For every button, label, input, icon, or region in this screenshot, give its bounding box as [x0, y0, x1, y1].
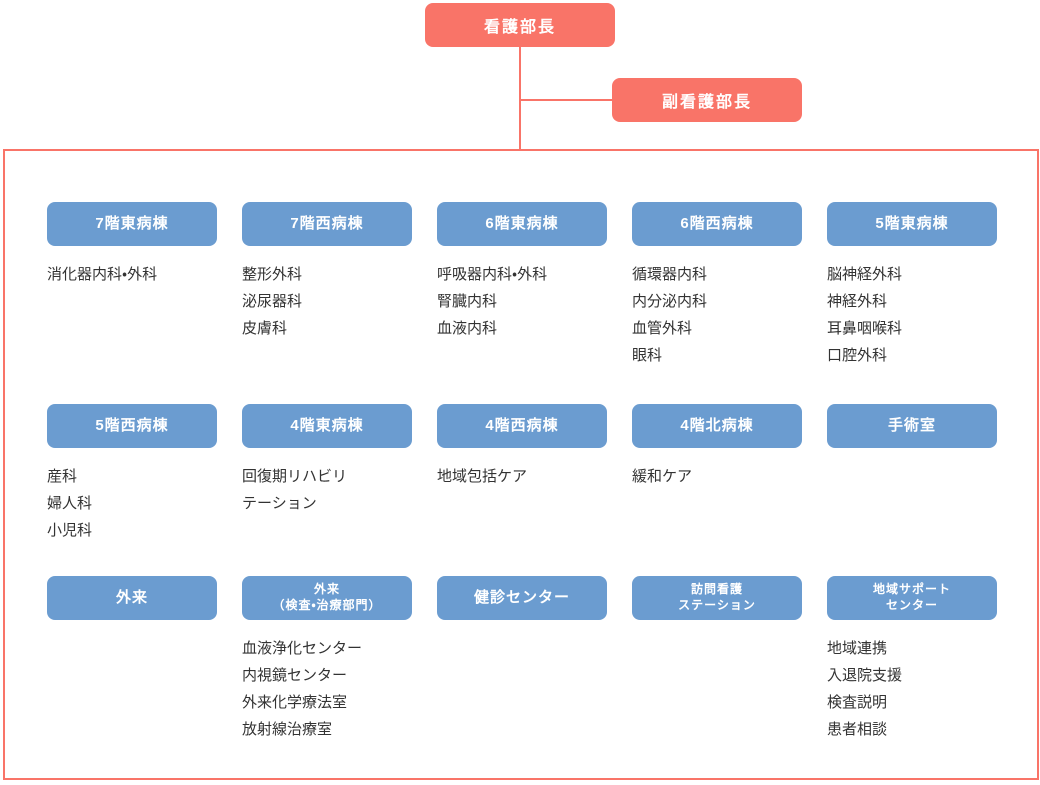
dept-list: 地域包括ケア	[437, 463, 607, 490]
dept-list: 回復期リハビリ テーション	[242, 463, 412, 517]
dept-box-title: 訪問看護 ステーション	[632, 576, 802, 620]
dept-cell-4f-west-ward: 4階西病棟 地域包括ケア	[437, 404, 607, 576]
dept-list-item: 脳神経外科	[827, 266, 903, 283]
dept-list-item: 地域連携	[827, 640, 888, 657]
dept-box-title: 外来	[47, 576, 217, 620]
dept-box-title: 4階西病棟	[437, 404, 607, 448]
dept-list-item: 回復期リハビリ テーション	[242, 468, 348, 512]
connector-vertical-line	[519, 47, 521, 149]
dept-list-item: 内視鏡センター	[242, 667, 348, 684]
dept-cell-community-support-center: 地域サポート センター 地域連携 入退院支援 検査説明 患者相談	[827, 576, 997, 743]
dept-list-item: 検査説明	[827, 694, 888, 711]
dept-box-title: 手術室	[827, 404, 997, 448]
dept-box-title: 5階東病棟	[827, 202, 997, 246]
dept-list-item: 入退院支援	[827, 667, 903, 684]
dept-list: 消化器内科・外科	[47, 261, 217, 288]
dept-list-item: 緩和ケア	[632, 468, 693, 485]
dept-cell-visiting-nurse-station: 訪問看護 ステーション	[632, 576, 802, 743]
departments-grid: 7階東病棟 消化器内科・外科 7階西病棟 整形外科 泌尿器科 皮膚科 6階東病棟…	[5, 151, 1037, 743]
dept-cell-health-checkup-center: 健診センター	[437, 576, 607, 743]
dept-box-title: 4階北病棟	[632, 404, 802, 448]
dept-box-title: 6階西病棟	[632, 202, 802, 246]
dept-list: 地域連携 入退院支援 検査説明 患者相談	[827, 635, 997, 743]
connector-horizontal-line	[519, 99, 612, 101]
dept-list: 整形外科 泌尿器科 皮膚科	[242, 261, 412, 342]
dept-list-item: 循環器内科	[632, 266, 708, 283]
dept-list: 血液浄化センター 内視鏡センター 外来化学療法室 放射線治療室	[242, 635, 412, 743]
dept-cell-outpatient-exam-treatment: 外来 （検査・治療部門） 血液浄化センター 内視鏡センター 外来化学療法室 放射…	[242, 576, 412, 743]
dept-list-item: 神経外科	[827, 293, 888, 310]
dept-box-title: 地域サポート センター	[827, 576, 997, 620]
dept-list: 循環器内科 内分泌内科 血管外科 眼科	[632, 261, 802, 369]
dept-list: 脳神経外科 神経外科 耳鼻咽喉科 口腔外科	[827, 261, 997, 369]
dept-list-item: 患者相談	[827, 721, 888, 738]
dept-list-item: 産科	[47, 468, 78, 485]
director-node: 看護部長	[425, 3, 615, 47]
dept-list-item: 耳鼻咽喉科	[827, 320, 903, 337]
dept-cell-7f-west-ward: 7階西病棟 整形外科 泌尿器科 皮膚科	[242, 202, 412, 404]
dept-list-item: 腎臓内科	[437, 293, 498, 310]
dept-box-title: 外来 （検査・治療部門）	[242, 576, 412, 620]
dept-box-title: 4階東病棟	[242, 404, 412, 448]
dept-list-item: 外来化学療法室	[242, 694, 348, 711]
dept-list-item: 小児科	[47, 522, 93, 539]
dept-list-item: 内分泌内科	[632, 293, 708, 310]
dept-cell-4f-north-ward: 4階北病棟 緩和ケア	[632, 404, 802, 576]
dept-cell-6f-west-ward: 6階西病棟 循環器内科 内分泌内科 血管外科 眼科	[632, 202, 802, 404]
dept-list-item: 皮膚科	[242, 320, 288, 337]
dept-cell-5f-east-ward: 5階東病棟 脳神経外科 神経外科 耳鼻咽喉科 口腔外科	[827, 202, 997, 404]
dept-list-item: 放射線治療室	[242, 721, 333, 738]
dept-list: 呼吸器内科・外科 腎臓内科 血液内科	[437, 261, 607, 342]
dept-cell-6f-east-ward: 6階東病棟 呼吸器内科・外科 腎臓内科 血液内科	[437, 202, 607, 404]
dept-cell-outpatient: 外来	[47, 576, 217, 743]
dept-cell-4f-east-ward: 4階東病棟 回復期リハビリ テーション	[242, 404, 412, 576]
dept-list-item: 婦人科	[47, 495, 93, 512]
dept-cell-5f-west-ward: 5階西病棟 産科 婦人科 小児科	[47, 404, 217, 576]
dept-cell-operating-room: 手術室	[827, 404, 997, 576]
dept-list: 緩和ケア	[632, 463, 802, 490]
dept-list-item: 泌尿器科	[242, 293, 303, 310]
dept-list-item: 消化器内科・外科	[47, 266, 158, 283]
dept-box-title: 7階西病棟	[242, 202, 412, 246]
dept-list-item: 呼吸器内科・外科	[437, 266, 548, 283]
dept-box-title: 5階西病棟	[47, 404, 217, 448]
dept-box-title: 6階東病棟	[437, 202, 607, 246]
dept-list-item: 眼科	[632, 347, 663, 364]
dept-cell-7f-east-ward: 7階東病棟 消化器内科・外科	[47, 202, 217, 404]
dept-list-item: 血液浄化センター	[242, 640, 363, 657]
dept-box-title: 健診センター	[437, 576, 607, 620]
deputy-director-node: 副看護部長	[612, 78, 802, 122]
departments-container: 7階東病棟 消化器内科・外科 7階西病棟 整形外科 泌尿器科 皮膚科 6階東病棟…	[3, 149, 1039, 780]
dept-list-item: 地域包括ケア	[437, 468, 528, 485]
dept-list-item: 口腔外科	[827, 347, 888, 364]
dept-list-item: 整形外科	[242, 266, 303, 283]
dept-list-item: 血管外科	[632, 320, 693, 337]
dept-list: 産科 婦人科 小児科	[47, 463, 217, 544]
dept-list-item: 血液内科	[437, 320, 498, 337]
dept-box-title: 7階東病棟	[47, 202, 217, 246]
